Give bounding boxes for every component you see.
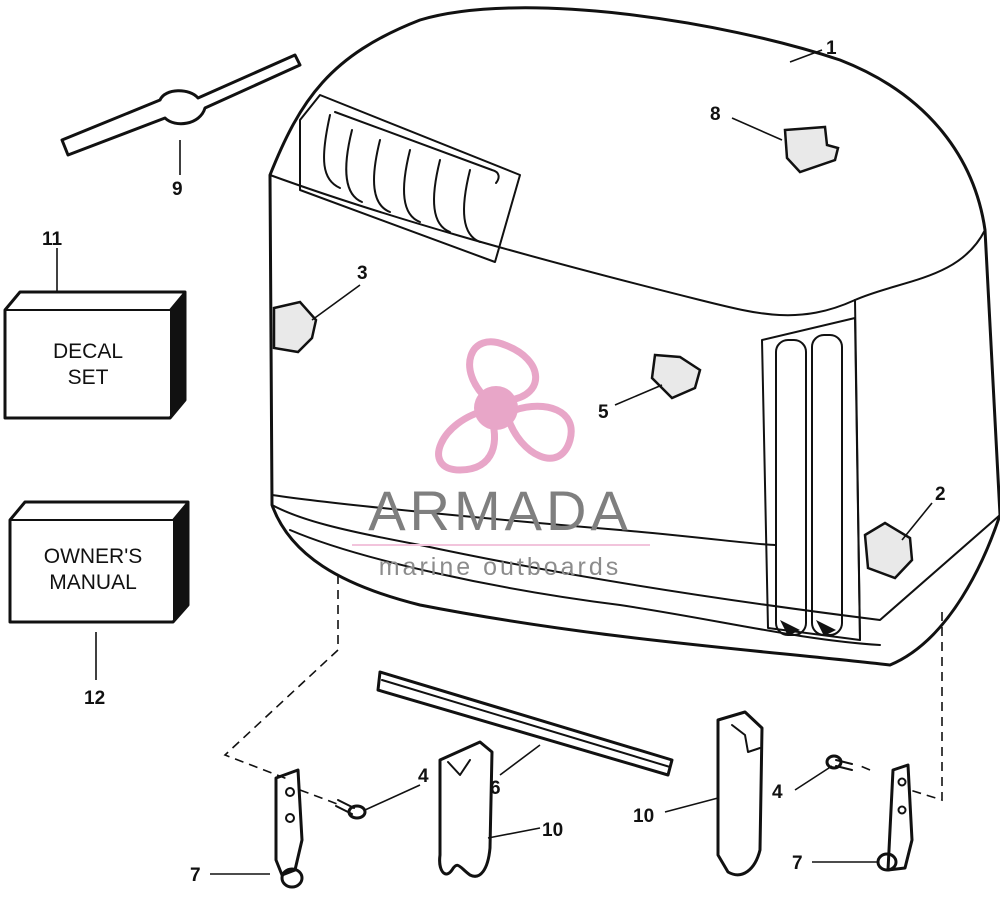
callout-10-right: 10 (633, 806, 654, 827)
watermark-title: ARMADA (368, 479, 632, 542)
motor-cover (268, 6, 1000, 667)
decal-set-label-line1: DECAL (53, 340, 123, 363)
decal-item-3 (272, 300, 318, 354)
seal-strip (376, 670, 674, 777)
callout-4-left: 4 (418, 766, 429, 787)
watermark: ARMADA marine outboards (352, 479, 650, 581)
callout-2: 2 (935, 484, 946, 505)
decal-item-8 (783, 125, 840, 174)
callout-9: 9 (172, 179, 183, 200)
screw-left (335, 799, 367, 820)
screw-right (825, 754, 853, 771)
bracket-right (716, 710, 764, 877)
owners-manual-label-line1: OWNER'S (44, 545, 143, 568)
callout-12: 12 (84, 688, 105, 709)
owners-manual-box: OWNER'S MANUAL (8, 500, 190, 624)
watermark-subtitle: marine outboards (379, 553, 622, 581)
latch-right (876, 763, 914, 872)
callout-11: 11 (42, 229, 63, 250)
callout-3: 3 (357, 263, 368, 284)
bracket-left (438, 740, 494, 878)
callout-5: 5 (598, 402, 609, 423)
propeller-icon (435, 338, 575, 474)
decal-item-2 (863, 521, 914, 580)
owners-manual-label-line2: MANUAL (49, 571, 137, 594)
callout-8: 8 (710, 104, 721, 125)
grommet-strip (60, 53, 302, 157)
callout-6: 6 (490, 778, 501, 799)
callout-1: 1 (826, 38, 837, 59)
decal-set-label-line2: SET (68, 366, 109, 389)
callout-10-left: 10 (542, 820, 563, 841)
callout-4-right: 4 (772, 782, 783, 803)
leader-lines (56, 49, 933, 875)
decal-set-box: DECAL SET (3, 290, 187, 420)
decal-item-5 (650, 353, 702, 400)
latch-left (274, 768, 304, 889)
callout-7-right: 7 (792, 853, 803, 874)
callout-7-left: 7 (190, 865, 201, 886)
